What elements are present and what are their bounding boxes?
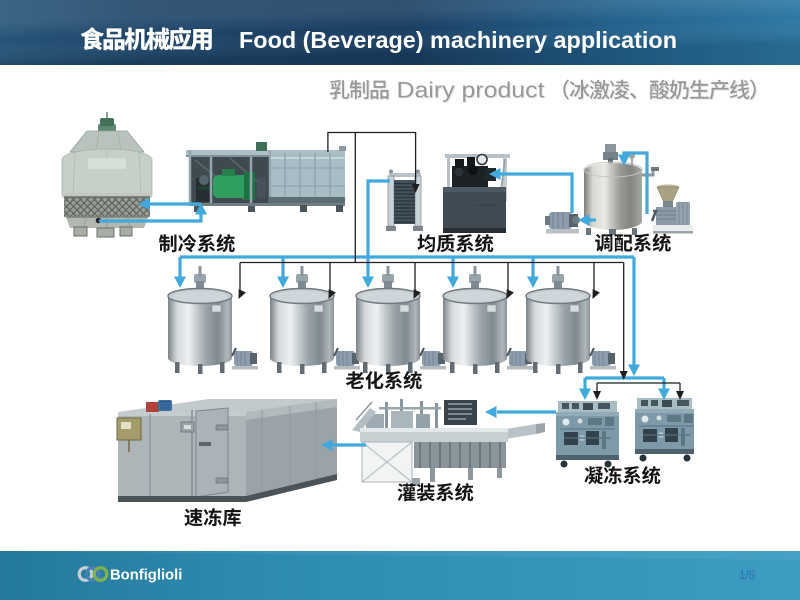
- svg-text:Dairy product: Dairy product: [398, 79, 546, 104]
- svg-text:Bonfiglioli: Bonfiglioli: [110, 568, 182, 584]
- svg-text:Dairy product: Dairy product: [397, 78, 545, 103]
- svg-text:1/5: 1/5: [739, 570, 755, 582]
- svg-text:Food (Beverage) machinery appl: Food (Beverage) machinery application: [239, 27, 677, 53]
